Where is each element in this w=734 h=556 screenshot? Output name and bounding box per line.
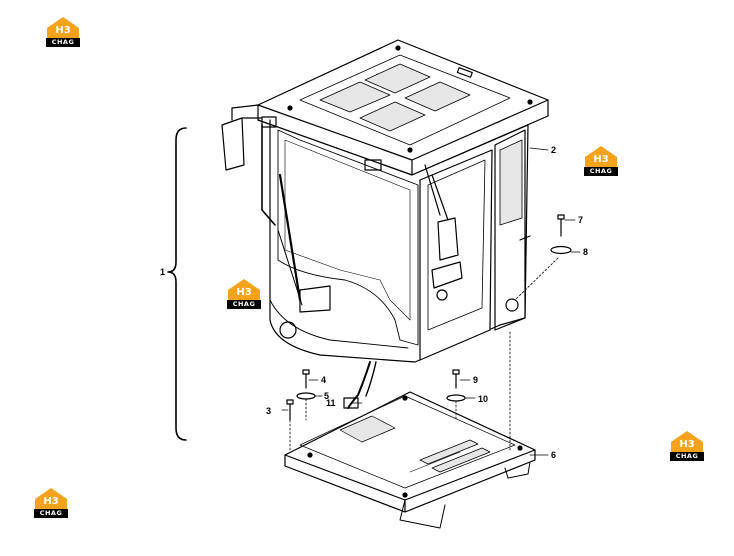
work-light bbox=[364, 159, 382, 171]
callout-4: 4 bbox=[321, 375, 327, 385]
brand-logo-watermark: H3 CHAG bbox=[33, 487, 69, 521]
callout-2: 2 bbox=[551, 145, 557, 155]
callout-6: 6 bbox=[551, 450, 557, 460]
callout-10: 10 bbox=[478, 394, 489, 404]
brand-logo-watermark: H3 CHAG bbox=[669, 430, 705, 464]
wire-harness bbox=[343, 361, 377, 409]
bolt-7 bbox=[557, 214, 565, 237]
callout-9: 9 bbox=[473, 375, 479, 385]
brand-logo-watermark: H3 CHAG bbox=[583, 145, 619, 179]
bolt-9 bbox=[452, 369, 460, 389]
cab-floor-plate bbox=[284, 391, 536, 529]
washer-5 bbox=[296, 392, 316, 400]
cab-body bbox=[257, 119, 531, 363]
assembly-bracket bbox=[167, 127, 187, 441]
right-mirror bbox=[424, 164, 459, 261]
bolt-4 bbox=[302, 369, 310, 389]
washer-10 bbox=[446, 394, 466, 402]
bolt-3 bbox=[286, 399, 294, 421]
callout-11: 11 bbox=[326, 398, 336, 408]
callout-1: 1 bbox=[160, 267, 166, 277]
brand-logo-watermark: H3 CHAG bbox=[226, 278, 262, 312]
left-mirror bbox=[221, 104, 277, 226]
brand-logo-watermark: H3 CHAG bbox=[45, 16, 81, 50]
callout-3: 3 bbox=[266, 406, 272, 416]
leader-lines bbox=[281, 147, 581, 456]
callout-7: 7 bbox=[578, 215, 584, 225]
callout-8: 8 bbox=[583, 247, 589, 257]
cab-roof bbox=[257, 39, 549, 176]
callout-5: 5 bbox=[324, 391, 330, 401]
washer-8 bbox=[550, 245, 572, 255]
